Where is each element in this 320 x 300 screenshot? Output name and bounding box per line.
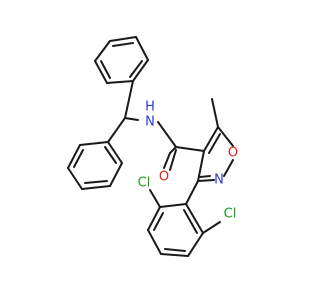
isoxazole-ring: [197, 126, 234, 182]
aryl-link-bond: [185, 180, 199, 205]
upper-phenyl-ring: [94, 36, 149, 84]
benzhydryl-bonds: [107, 80, 139, 143]
cl-left-bond: [149, 189, 161, 208]
molecule-drawing: N H O O N Cl Cl: [67, 36, 238, 257]
amide-bonds: [157, 121, 205, 171]
methyl-bond: [211, 98, 219, 128]
amide-h-label: H: [145, 100, 155, 115]
dichlorophenyl-ring: [147, 203, 204, 257]
ring-n-label: N: [214, 173, 224, 188]
ring-o-label: O: [228, 146, 238, 161]
amide-n-label: N: [145, 115, 155, 130]
lower-phenyl-ring: [67, 141, 123, 190]
cl-right-label: Cl: [224, 207, 237, 222]
cl-right-bond: [202, 221, 221, 234]
cl-left-label: Cl: [138, 176, 151, 191]
structure-canvas: N H O O N Cl Cl: [67, 36, 238, 257]
carbonyl-o-label: O: [159, 170, 169, 185]
